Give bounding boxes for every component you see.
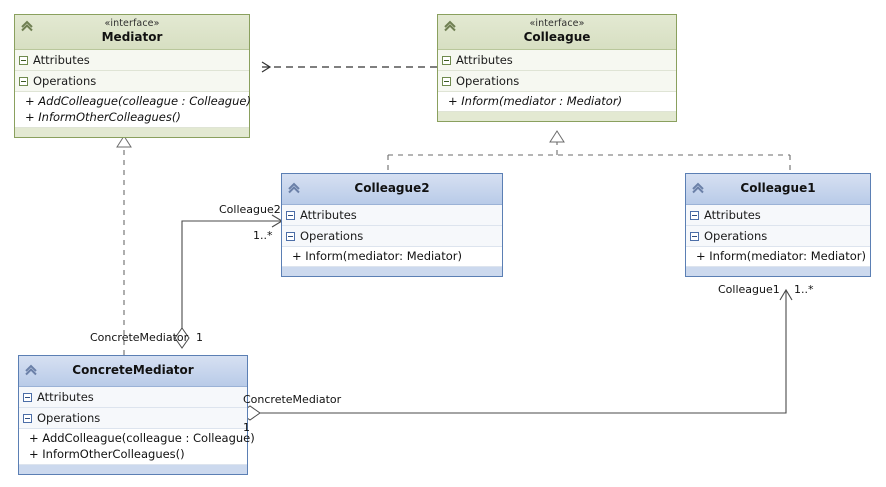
operation-item: + InformOtherColleagues() (29, 447, 185, 461)
edge-colleagues-realize-colleague (387, 130, 791, 173)
class-box-concretemediator[interactable]: ConcreteMediator Attributes Operations +… (18, 355, 255, 475)
class-box-colleague1[interactable]: Colleague1 Attributes Operations + Infor… (685, 173, 871, 277)
operations-label: Operations (37, 411, 101, 425)
attributes-compartment[interactable]: Attributes (686, 205, 870, 226)
edge-label-colleague1-role: Colleague1 (718, 283, 780, 296)
operation-item: + Inform(mediator: Mediator) (696, 249, 866, 263)
class-box-colleague[interactable]: «interface» Colleague Attributes Operati… (437, 14, 677, 122)
collapse-minus-icon[interactable] (442, 55, 451, 65)
collapse-minus-icon[interactable] (286, 231, 295, 241)
class-footer (282, 267, 502, 276)
class-name-label: Mediator (101, 30, 163, 44)
collapse-chevron-icon[interactable] (23, 362, 39, 378)
operation-item: + AddColleague(colleague : Colleague) (25, 94, 251, 108)
class-footer (438, 112, 676, 121)
operations-label: Operations (300, 229, 364, 243)
stereotype-label: «interface» (104, 18, 160, 29)
edge-label-colleague2-role: Colleague2 (219, 203, 281, 216)
attributes-compartment[interactable]: Attributes (438, 50, 676, 71)
edge-label-colleague1-multiplicity: 1..* (794, 283, 814, 296)
class-header-mediator: «interface» Mediator (15, 15, 249, 50)
operations-list: + Inform(mediator : Mediator) (438, 92, 676, 112)
edge-label-concretemediator-multiplicity-bottom: 1 (243, 421, 250, 434)
collapse-minus-icon[interactable] (19, 76, 28, 86)
edge-label-concretemediator-role-left: ConcreteMediator (90, 331, 189, 344)
operation-item: + Inform(mediator : Mediator) (448, 94, 623, 108)
operation-item: + InformOtherColleagues() (25, 110, 181, 124)
collapse-chevron-icon[interactable] (442, 18, 458, 34)
attributes-compartment[interactable]: Attributes (282, 205, 502, 226)
collapse-minus-icon[interactable] (286, 210, 295, 220)
class-box-colleague2[interactable]: Colleague2 Attributes Operations + Infor… (281, 173, 503, 277)
class-header-colleague2: Colleague2 (282, 174, 502, 205)
collapse-chevron-icon[interactable] (690, 180, 706, 196)
edge-concretemediator-realizes-mediator (116, 135, 132, 355)
class-box-mediator[interactable]: «interface» Mediator Attributes Operatio… (14, 14, 251, 138)
collapse-minus-icon[interactable] (690, 231, 699, 241)
operations-label: Operations (704, 229, 768, 243)
class-header-colleague1: Colleague1 (686, 174, 870, 205)
operations-list: + AddColleague(colleague : Colleague) + … (15, 92, 251, 128)
class-header-concretemediator: ConcreteMediator (19, 356, 247, 387)
operations-compartment[interactable]: Operations (15, 71, 249, 92)
collapse-minus-icon[interactable] (23, 392, 32, 402)
class-footer (15, 128, 249, 137)
collapse-minus-icon[interactable] (19, 55, 28, 65)
collapse-minus-icon[interactable] (442, 76, 451, 86)
operation-item: + AddColleague(colleague : Colleague) (29, 431, 255, 445)
class-footer (19, 465, 247, 474)
attributes-compartment[interactable]: Attributes (15, 50, 249, 71)
edge-label-concretemediator-multiplicity-left: 1 (196, 331, 203, 344)
operations-list: + Inform(mediator: Mediator) (686, 247, 870, 267)
edge-label-colleague2-multiplicity: 1..* (253, 229, 273, 242)
attributes-label: Attributes (704, 208, 761, 222)
collapse-minus-icon[interactable] (23, 413, 32, 423)
attributes-label: Attributes (300, 208, 357, 222)
collapse-chevron-icon[interactable] (19, 18, 35, 34)
operations-compartment[interactable]: Operations (686, 226, 870, 247)
class-name-label: ConcreteMediator (72, 363, 194, 377)
operations-label: Operations (456, 74, 520, 88)
operations-list: + AddColleague(colleague : Colleague) + … (19, 429, 255, 465)
edge-label-concretemediator-role-bottom: ConcreteMediator (243, 393, 342, 406)
operations-list: + Inform(mediator: Mediator) (282, 247, 502, 267)
operations-label: Operations (33, 74, 97, 88)
class-name-label: Colleague1 (740, 181, 816, 195)
attributes-label: Attributes (33, 53, 90, 67)
collapse-minus-icon[interactable] (690, 210, 699, 220)
attributes-label: Attributes (456, 53, 513, 67)
operations-compartment[interactable]: Operations (19, 408, 247, 429)
class-header-colleague: «interface» Colleague (438, 15, 676, 50)
attributes-label: Attributes (37, 390, 94, 404)
collapse-chevron-icon[interactable] (286, 180, 302, 196)
class-footer (686, 267, 870, 276)
operations-compartment[interactable]: Operations (282, 226, 502, 247)
operations-compartment[interactable]: Operations (438, 71, 676, 92)
attributes-compartment[interactable]: Attributes (19, 387, 247, 408)
class-name-label: Colleague (523, 30, 591, 44)
stereotype-label: «interface» (529, 18, 585, 29)
class-name-label: Colleague2 (354, 181, 430, 195)
operation-item: + Inform(mediator: Mediator) (292, 249, 462, 263)
